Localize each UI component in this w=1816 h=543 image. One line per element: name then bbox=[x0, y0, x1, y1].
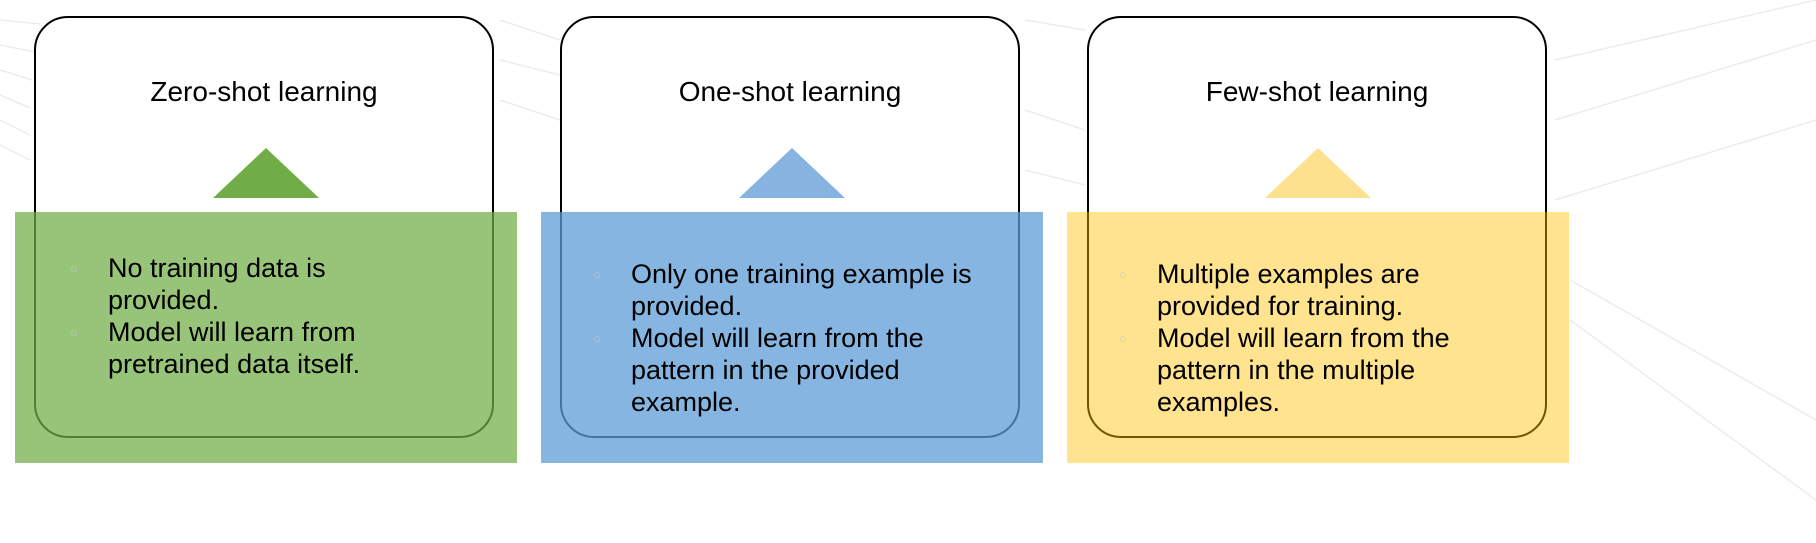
bullet-item: ○ Model will learn from the pattern in th… bbox=[593, 322, 991, 418]
zero-shot-panel bbox=[15, 212, 517, 463]
few-shot-title: Few-shot learning bbox=[1205, 76, 1429, 107]
bullet-circle-icon: ○ bbox=[593, 331, 601, 346]
zero-shot-bullets: ○ No training data is provided. ○ Model wi… bbox=[70, 252, 438, 380]
bullet-text: Only one training example is provided. bbox=[631, 259, 972, 321]
bullet-text: Model will learn from the pattern in the… bbox=[631, 323, 924, 417]
zero-shot-title: Zero-shot learning bbox=[150, 76, 378, 107]
bullet-text: Model will learn from the pattern in the… bbox=[1157, 323, 1450, 417]
few-shot-panel bbox=[1067, 212, 1569, 463]
bullet-circle-icon: ○ bbox=[1119, 267, 1127, 282]
one-shot-bullets: ○Only one training example is provided. … bbox=[593, 258, 991, 418]
bullet-circle-icon: ○ bbox=[593, 267, 601, 282]
triangle-icon bbox=[213, 148, 319, 198]
triangle-icon bbox=[739, 148, 845, 198]
one-shot-panel bbox=[541, 212, 1043, 463]
bullet-item: ○ Model will learn from the pattern in th… bbox=[1119, 322, 1497, 418]
one-shot-title: One-shot learning bbox=[678, 76, 902, 107]
bullet-item: ○ Multiple examples are provided for trai… bbox=[1119, 258, 1497, 322]
few-shot-bullets: ○ Multiple examples are provided for trai… bbox=[1119, 258, 1497, 418]
bullet-text: Model will learn from pretrained data it… bbox=[108, 317, 361, 379]
bullet-text: Multiple examples are provided for train… bbox=[1157, 259, 1420, 321]
bullet-circle-icon: ○ bbox=[70, 325, 78, 340]
bullet-item: ○ No training data is provided. bbox=[70, 252, 438, 316]
bullet-text: No training data is provided. bbox=[108, 253, 326, 315]
bullet-circle-icon: ○ bbox=[1119, 331, 1127, 346]
bullet-item: ○ Only one training example is provided. bbox=[593, 258, 991, 322]
bullet-circle-icon: ○ bbox=[70, 261, 78, 276]
bullet-item: ○ Model will learn from pretrained data i… bbox=[70, 316, 438, 380]
triangle-icon bbox=[1265, 148, 1371, 198]
few-shot-card bbox=[1087, 16, 1547, 438]
